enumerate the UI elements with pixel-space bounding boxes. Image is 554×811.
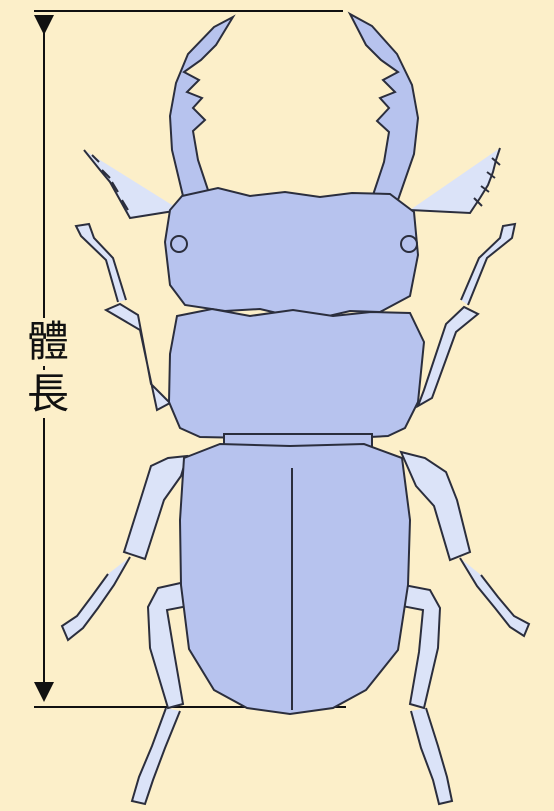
body-length-label-char-2: 長	[24, 370, 72, 418]
front-left-leg	[76, 224, 170, 410]
left-eye	[171, 236, 187, 252]
left-mandible	[170, 17, 233, 196]
rear-left-leg	[132, 582, 188, 804]
right-mandible	[350, 14, 418, 200]
mandibles	[170, 14, 418, 200]
elytra	[180, 444, 410, 714]
right-antenna	[410, 148, 500, 213]
rear-right-leg	[402, 585, 452, 804]
right-eye	[401, 236, 417, 252]
left-antenna	[84, 150, 180, 218]
body-length-label-char-1: 體	[24, 318, 72, 366]
head	[165, 188, 418, 318]
pronotum	[169, 309, 424, 439]
front-right-leg	[418, 224, 515, 406]
